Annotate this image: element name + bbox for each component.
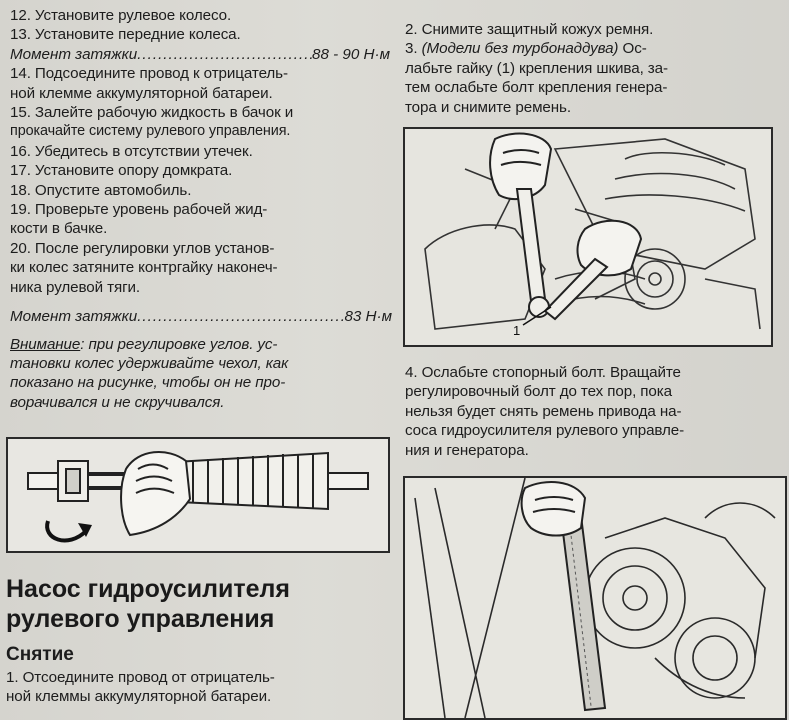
- note-line1: Внимание: при регулировке углов. ус-: [10, 335, 398, 354]
- left-column: 12. Установите рулевое колесо. 13. Устан…: [10, 6, 398, 412]
- leader-dots: [137, 45, 312, 64]
- step-17: 17. Установите опору домкрата.: [10, 162, 233, 180]
- step-3-line4: тора и снимите ремень.: [405, 98, 571, 116]
- torque-value: 83 Н·м: [344, 308, 392, 326]
- hand: [520, 481, 587, 537]
- rubber-boot: [157, 451, 329, 511]
- step-15-line1: 15. Залейте рабочую жидкость в бачок и: [10, 104, 294, 122]
- note-line3: показано на рисунке, чтобы он не про-: [10, 374, 286, 392]
- torque-spec-1: Момент затяжки 88 - 90 Н·м: [10, 45, 398, 64]
- callout-1: 1: [513, 323, 520, 338]
- step-4-line2: регулировочный болт до тех пор, пока: [405, 383, 673, 401]
- figure-belt-removal: [403, 476, 787, 720]
- step-3-number: 3.: [405, 40, 422, 58]
- figure-boot-holding: [6, 437, 390, 553]
- section-step-1-line2: ной клеммы аккумуляторной батареи.: [6, 688, 272, 706]
- step-4-line5: ния и генератора.: [405, 441, 529, 459]
- section-body: 1. Отсоедините провод от отрицатель- ной…: [6, 668, 398, 707]
- right-column-para2: 4. Ослабьте стопорный болт. Вращайте рег…: [405, 363, 780, 460]
- step-16: 16. Убедитесь в отсутствии утечек.: [10, 142, 253, 160]
- leader-dots: [137, 307, 344, 326]
- torque-label: Момент затяжки: [10, 45, 138, 63]
- wrench: [543, 257, 609, 321]
- wrench: [57, 460, 129, 502]
- step-3-line1: 3. (Модели без турбонаддува) Ос-: [405, 39, 780, 58]
- step-19-line1: 19. Проверьте уровень рабочей жид-: [10, 201, 268, 219]
- step-4-line4: соса гидроусилителя рулевого управле-: [405, 422, 685, 440]
- section-title-line2: рулевого управления: [6, 605, 275, 633]
- belt-removal-illustration: [405, 478, 785, 718]
- note-label: Внимание: [10, 335, 81, 353]
- section-title: Насос гидроусилителя рулевого управления: [6, 574, 398, 634]
- step-3-line3: тем ослабьте болт крепления генера-: [405, 79, 668, 97]
- boot-illustration: [27, 450, 369, 543]
- right-column: 2. Снимите защитный кожух ремня. 3. (Мод…: [405, 20, 780, 117]
- hand: [120, 450, 192, 537]
- hand: [489, 132, 553, 201]
- section-step-1-line1: 1. Отсоедините провод от отрицатель-: [6, 669, 275, 686]
- step-2: 2. Снимите защитный кожух ремня.: [405, 21, 654, 38]
- rotation-arrow: [45, 520, 88, 543]
- step-12: 12. Установите рулевое колесо.: [10, 7, 232, 24]
- note-line2: тановки колес удерживайте чехол, как: [10, 354, 289, 372]
- note-line4: ворачивался и не скручивался.: [10, 393, 225, 411]
- callout-line: [522, 306, 552, 326]
- step-14-line2: ной клемме аккумуляторной батареи.: [10, 84, 273, 102]
- step-20-line1: 20. После регулировки углов установ-: [10, 239, 275, 257]
- step-13: 13. Установите передние колеса.: [10, 26, 241, 44]
- section-title-line1: Насос гидроусилителя: [6, 575, 290, 603]
- step-14-line1: 14. Подсоедините провод к отрицатель-: [10, 65, 288, 83]
- torque-label: Момент затяжки: [10, 308, 138, 326]
- step-15-line2: прокачайте систему рулевого управления.: [10, 123, 291, 140]
- engine-pulley-illustration: 1: [405, 129, 771, 345]
- step-20-line3: ника рулевой тяги.: [10, 278, 141, 296]
- step-18: 18. Опустите автомобиль.: [10, 181, 192, 199]
- step-3-rest: Ос-: [618, 40, 647, 58]
- step-3-line2: лабьте гайку (1) крепления шкива, за-: [405, 59, 668, 77]
- note-text: : при регулировке углов. ус-: [80, 335, 278, 353]
- torque-spec-2: Момент затяжки 83 Н·м: [10, 307, 398, 326]
- step-4-line1: 4. Ослабьте стопорный болт. Вращайте: [405, 364, 681, 381]
- figure-pulley-nut: 1: [403, 127, 773, 347]
- engine-details: [414, 478, 776, 718]
- section-subtitle: Снятие: [6, 644, 74, 665]
- step-20-line2: ки колес затяните контргайку наконеч-: [10, 259, 278, 277]
- step-19-line2: кости в бачке.: [10, 220, 108, 238]
- torque-value: 88 - 90 Н·м: [312, 45, 390, 63]
- step-4-line3: нельзя будет снять ремень привода на-: [405, 402, 682, 420]
- step-3-condition: (Модели без турбонаддува): [421, 40, 619, 58]
